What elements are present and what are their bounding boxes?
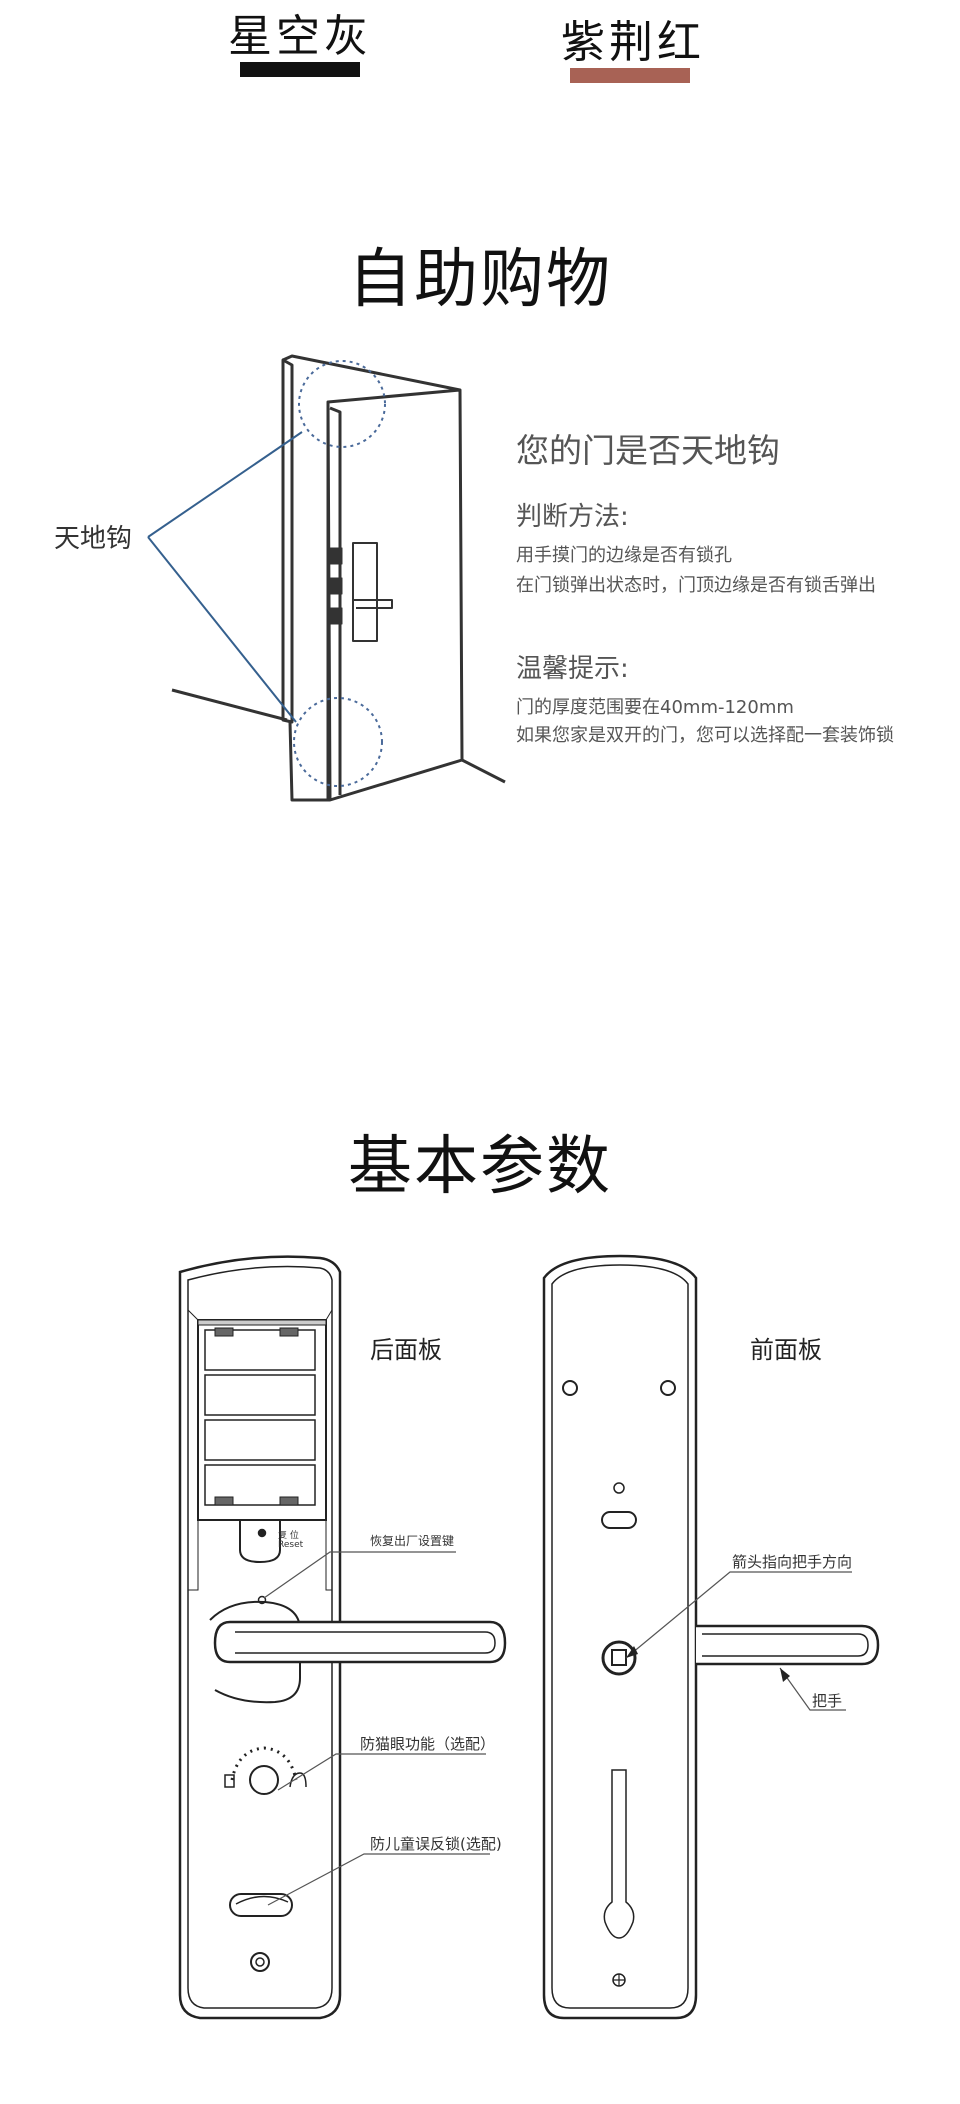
tip-line-2: 如果您家是双开的门，您可以选择配一套装饰锁 [516,725,894,746]
arrow-direction-note: 箭头指向把手方向 [732,1553,853,1571]
sky-earth-hook-callout: 天地钩 [54,524,133,554]
tip-heading: 温馨提示: [516,654,629,684]
method-line-2: 在门锁弹出状态时，门顶边缘是否有锁舌弹出 [516,575,876,596]
check-title: 您的门是否天地钩 [516,431,780,470]
front-panel-label: 前面板 [750,1336,822,1364]
tip-line-1: 门的厚度范围要在40mm-120mm [516,697,794,718]
shopping-title: 自助购物 [348,243,612,317]
color-swatch-gray[interactable] [240,62,360,77]
child-lock-note: 防儿童误反锁(选配) [370,1835,502,1853]
method-line-1: 用手摸门的边缘是否有锁孔 [516,545,732,566]
reset-key-note: 恢复出厂设置键 [370,1534,455,1548]
color-swatch-red[interactable] [570,68,690,83]
params-title: 基本参数 [348,1130,612,1204]
reset-label-cn: 复 位 [278,1531,299,1541]
handle-note: 把手 [812,1692,843,1710]
method-heading: 判断方法: [516,502,629,532]
reset-label-en: Reset [278,1540,304,1550]
back-panel-label: 后面板 [370,1336,442,1364]
color-option-label-red: 紫荆红 [561,17,705,68]
color-option-label-gray: 星空灰 [228,11,372,62]
peephole-feature-note: 防猫眼功能（选配） [360,1735,496,1753]
lock-panels-diagram [178,1254,880,2020]
door-illustration [147,354,506,802]
